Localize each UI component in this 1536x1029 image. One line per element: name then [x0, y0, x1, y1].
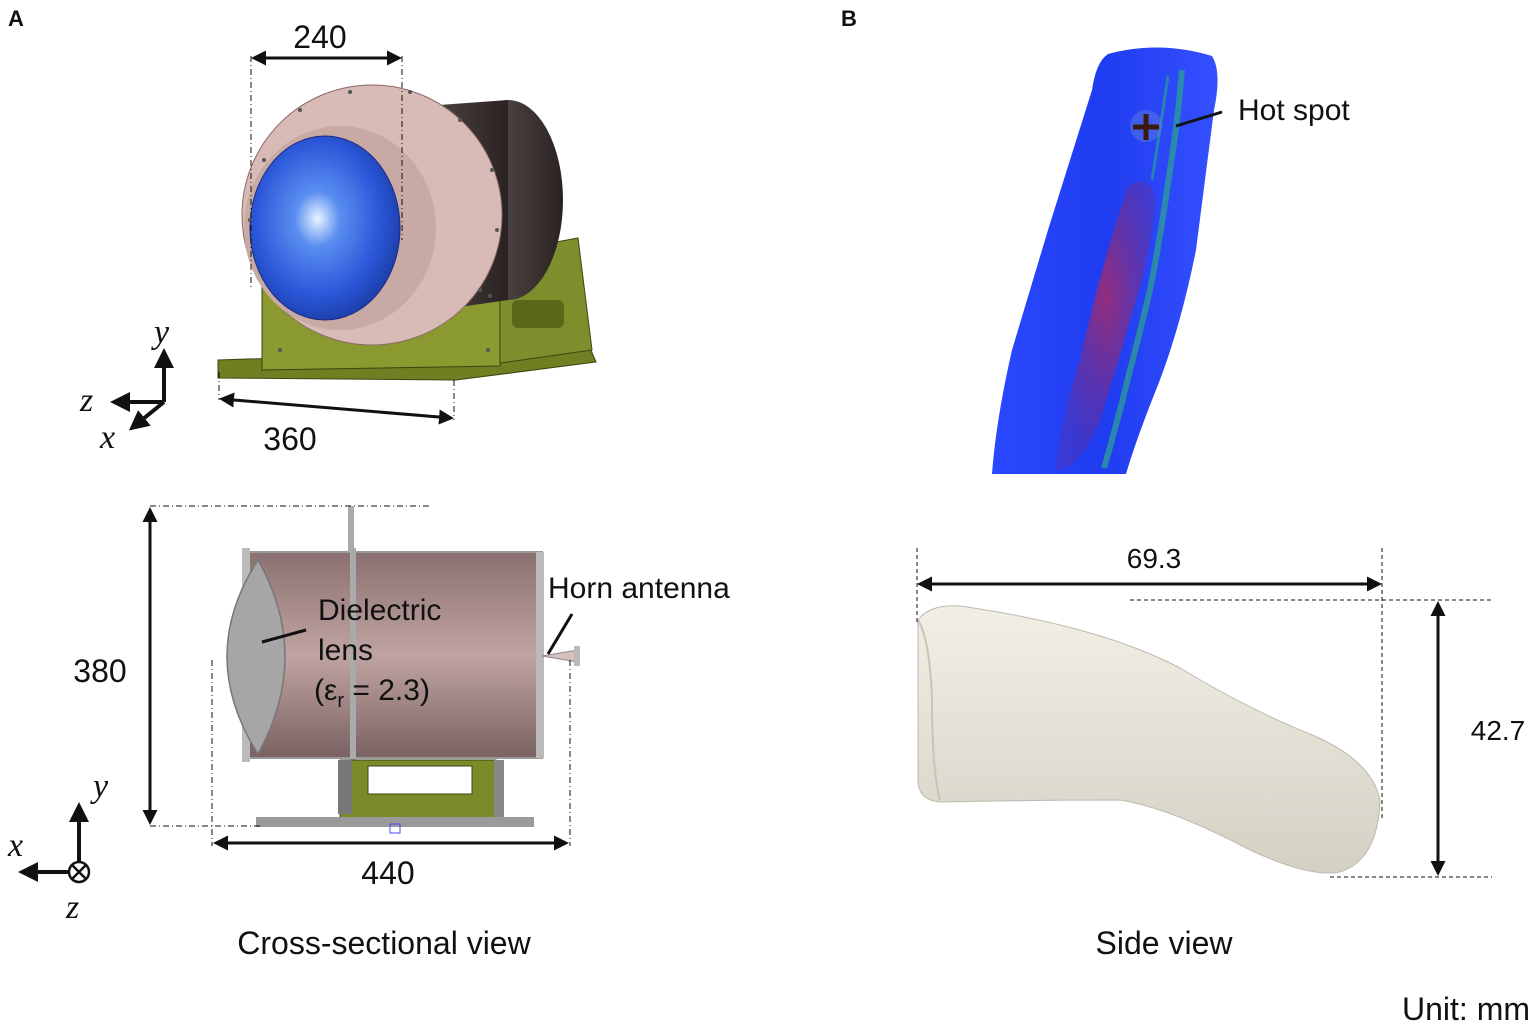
applicator-3d-render [217, 84, 597, 381]
axis-z-label-top: z [79, 382, 93, 419]
dimension-42-7: 42.7 [1130, 599, 1526, 878]
phantom-side-body [917, 605, 1381, 874]
axis-triad-2d: x y z [7, 768, 109, 926]
panel-a-letter: A [8, 6, 24, 31]
cross-section-drawing [211, 506, 580, 846]
dimension-440-label: 440 [361, 855, 414, 891]
dimension-69-3-label: 69.3 [1127, 543, 1182, 574]
hot-spot-label: Hot spot [1238, 94, 1350, 127]
phantom-vessel [1101, 69, 1185, 469]
hot-spot-callout: Hot spot [1175, 94, 1350, 128]
dimension-69-3: 69.3 [916, 543, 1383, 820]
phantom-blue-volume [992, 47, 1218, 474]
panel-b-letter: B [841, 6, 857, 31]
dielectric-lens-callout: Dielectric lens (εr = 2.3) [261, 594, 441, 712]
unit-note: Unit: mm [1402, 991, 1530, 1027]
dielectric-lens-label-line1: Dielectric [318, 594, 441, 627]
hot-spot-marker-icon [1133, 114, 1159, 140]
cross-section-mount [256, 759, 534, 834]
axis-triad-3d: y z x [79, 314, 174, 456]
axis-x-label-bottom: x [7, 827, 23, 864]
axis-y-label-bottom: y [90, 768, 109, 805]
dimension-440: 440 [213, 835, 569, 891]
cross-section-body [247, 551, 543, 759]
dimension-380-label: 380 [73, 653, 126, 689]
dimension-240-label: 240 [293, 19, 346, 55]
horn-antenna-callout: Horn antenna [546, 572, 730, 655]
dielectric-lens-3d [249, 135, 401, 321]
dimension-380: 380 [73, 505, 430, 827]
phantom-inner-red-region [1056, 181, 1156, 471]
dielectric-lens-label-line2: lens [318, 634, 373, 667]
dielectric-lens-section [226, 558, 286, 756]
axis-z-label-bottom: z [65, 889, 79, 926]
dimension-240: 240 [250, 19, 403, 290]
dimension-42-7-label: 42.7 [1471, 715, 1526, 746]
phantom-3d-render [992, 47, 1218, 474]
dimension-360: 360 [218, 372, 455, 457]
dimension-360-label: 360 [263, 421, 316, 457]
horn-antenna-label: Horn antenna [548, 572, 730, 605]
horn-antenna-section [541, 649, 579, 663]
axis-y-label-top: y [151, 314, 170, 351]
phantom-side-view [917, 605, 1381, 874]
panel-b-caption: Side view [1096, 925, 1234, 961]
axis-x-label-top: x [99, 419, 115, 456]
panel-a-caption: Cross-sectional view [237, 925, 531, 961]
permittivity-label: (εr = 2.3) [314, 674, 430, 712]
